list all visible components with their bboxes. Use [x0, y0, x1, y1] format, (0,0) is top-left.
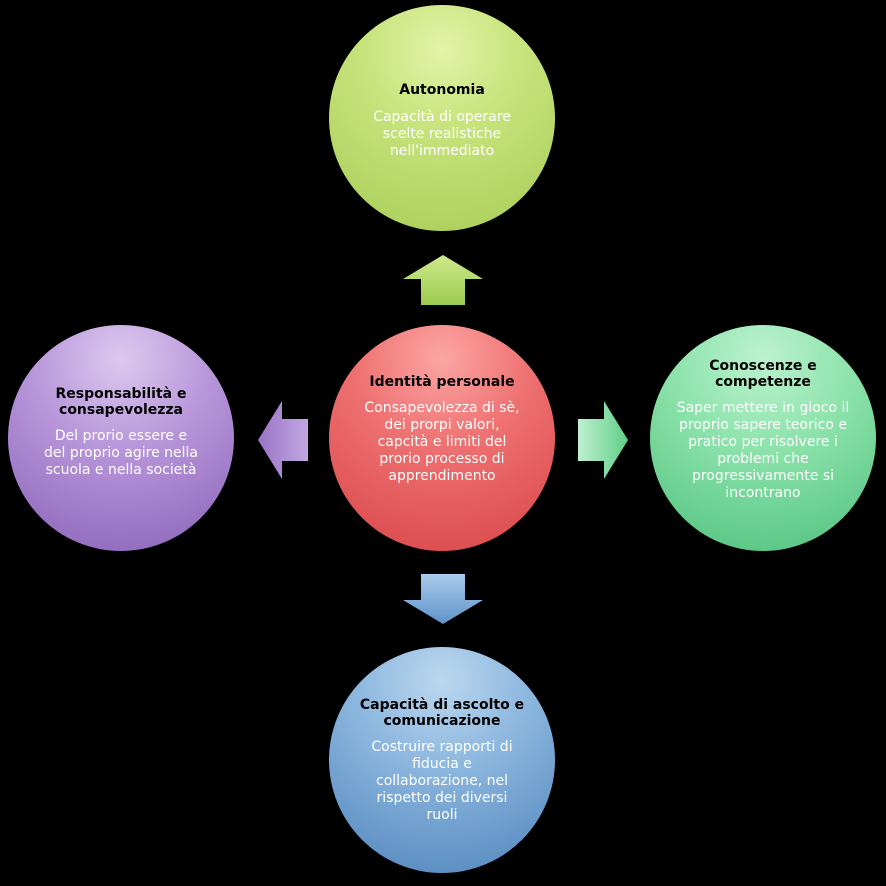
arrow-down-icon — [403, 574, 483, 624]
node-autonomia-desc: Capacità di operare scelte realistiche n… — [373, 109, 511, 159]
node-autonomia-title: Autonomia — [399, 82, 485, 98]
arrow-right-icon — [578, 401, 628, 479]
node-identita-personale: Identità personale Consapevolezza di sè,… — [329, 325, 555, 551]
node-capacita-ascolto: Capacità di ascolto e comunicazione Cost… — [329, 647, 555, 873]
node-autonomia: Autonomia Capacità di operare scelte rea… — [329, 5, 555, 231]
node-conoscenze-desc: Saper mettere in gioco il proprio sapere… — [676, 400, 850, 501]
node-conoscenze-competenze: Conoscenze e competenze Saper mettere in… — [650, 325, 876, 551]
arrow-left-icon — [258, 401, 308, 479]
node-capacita-title: Capacità di ascolto e comunicazione — [359, 697, 525, 729]
node-capacita-desc: Costruire rapporti di fiducia e collabor… — [371, 739, 513, 823]
node-identita-title: Identità personale — [369, 374, 515, 390]
node-responsabilita: Responsabilità e consapevolezza Del pror… — [8, 325, 234, 551]
node-responsabilita-desc: Del prorio essere e del proprio agire ne… — [44, 428, 198, 478]
arrow-up-icon — [403, 255, 483, 305]
node-identita-desc: Consapevolezza di sè, dei prorpi valori,… — [364, 400, 520, 484]
node-conoscenze-title: Conoscenze e competenze — [709, 358, 817, 390]
node-responsabilita-title: Responsabilità e consapevolezza — [55, 386, 187, 418]
